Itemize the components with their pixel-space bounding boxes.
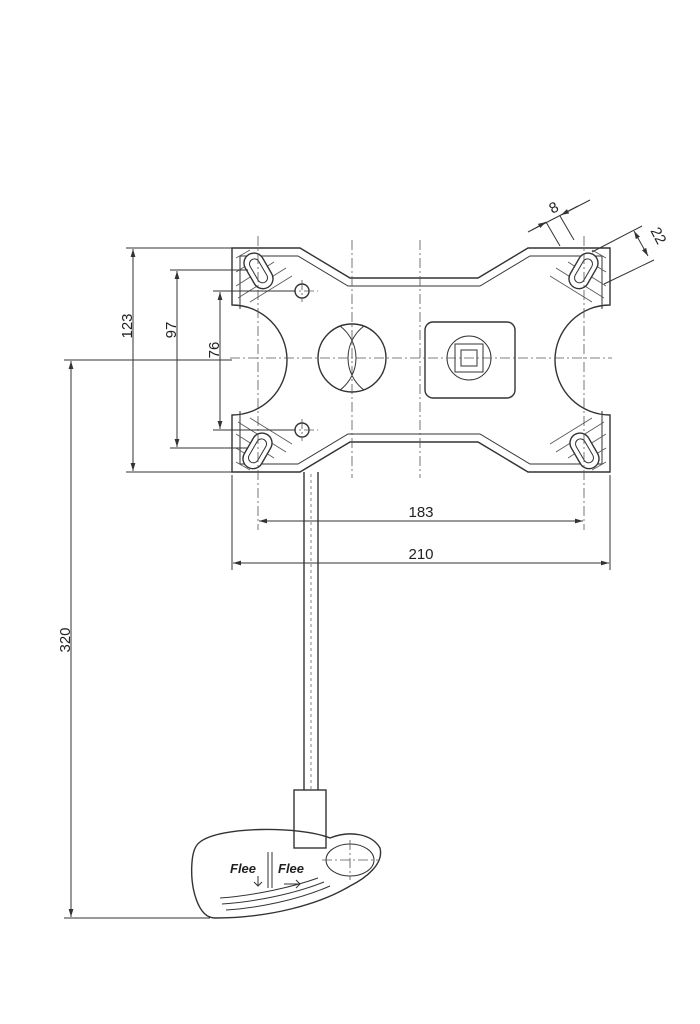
slot-top-right <box>549 249 607 303</box>
dim-183-label: 183 <box>408 504 433 521</box>
dim-210: 210 <box>231 475 611 570</box>
dim-123-label: 123 <box>119 313 136 338</box>
dim-8: 8 <box>527 199 591 247</box>
dim-22-label: 22 <box>647 225 670 248</box>
lever-rod <box>293 472 327 849</box>
dim-8-label: 8 <box>546 199 561 218</box>
slot-bottom-right <box>549 417 607 471</box>
mounting-pad <box>424 321 516 399</box>
dim-76-label: 76 <box>206 342 223 359</box>
dim-97-label: 97 <box>163 322 180 339</box>
logo-left: Flee <box>230 861 256 876</box>
logo-right: Flee <box>278 861 304 876</box>
slot-top-left <box>235 249 293 303</box>
dim-210-label: 210 <box>408 546 433 563</box>
dim-22: 22 <box>591 225 670 285</box>
base-plate <box>231 247 611 473</box>
dim-123: 123 <box>119 247 232 473</box>
dim-320: 320 <box>57 359 232 919</box>
center-lines <box>230 236 612 530</box>
lever-handle: Flee Flee <box>191 828 382 919</box>
slot-bottom-left <box>235 417 293 471</box>
dim-97: 97 <box>163 269 248 449</box>
dim-320-label: 320 <box>57 627 74 652</box>
dim-183: 183 <box>259 504 583 524</box>
